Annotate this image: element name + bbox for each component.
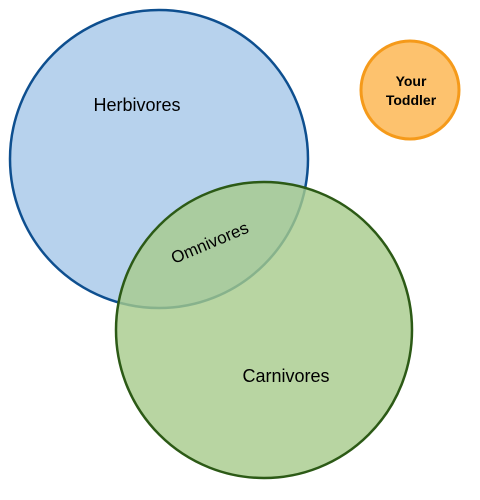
herbivores-label: Herbivores: [93, 95, 180, 115]
your-toddler-label-line2: Toddler: [386, 92, 437, 108]
your-toddler-label-line1: Your: [396, 73, 427, 89]
carnivores-circle: [114, 180, 414, 480]
carnivores-label: Carnivores: [242, 366, 329, 386]
your-toddler-circle: [359, 39, 461, 141]
